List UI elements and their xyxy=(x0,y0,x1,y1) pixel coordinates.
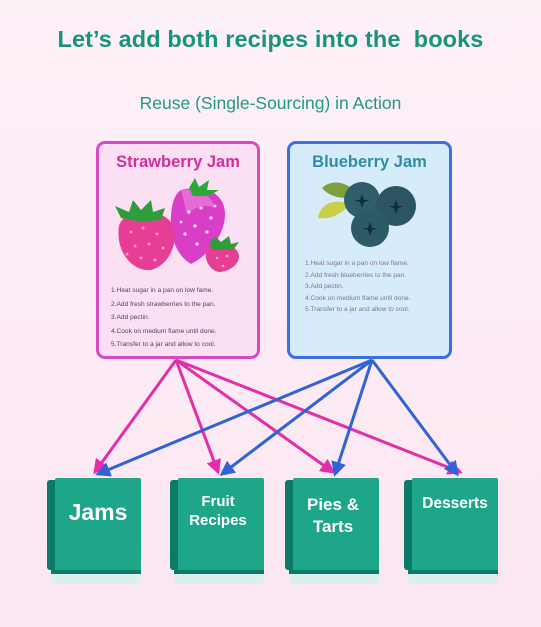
step-item: 4.Cook on medium flame until done. xyxy=(305,294,411,302)
blueberry-steps: 1.Heat sugar in a pan on low flame. 2.Ad… xyxy=(305,258,447,316)
book-jams: Jams xyxy=(47,478,143,588)
step-item: 5.Transfer to a jar and allow to cool. xyxy=(111,341,216,348)
strawberry-steps: 1.Heat sugar in a pan on low fame. 2.Add… xyxy=(111,284,257,352)
arrow-blueberry-to-desserts xyxy=(370,359,459,477)
blueberry-jam-card: Blueberry Jam 1.Heat sugar in a pan on l… xyxy=(287,141,452,359)
step-item: 3.Add pectin. xyxy=(111,314,150,321)
book-icon xyxy=(285,478,379,584)
arrow-strawberry-to-pies-tarts xyxy=(175,358,336,474)
strawberry-card-title: Strawberry Jam xyxy=(116,153,240,171)
book-label-jams: Jams xyxy=(68,499,128,525)
blueberry-icon xyxy=(318,182,416,247)
book-pies-tarts: Pies & Tarts xyxy=(285,478,381,588)
arrow-strawberry-to-jams xyxy=(93,359,178,475)
book-label-pies-tarts: Pies & Tarts xyxy=(307,495,359,536)
step-item: 2.Add fresh strawberries to the pan. xyxy=(111,300,216,308)
page-subtitle: Reuse (Single-Sourcing) in Action xyxy=(139,93,402,113)
arrow-strawberry-to-desserts xyxy=(175,358,463,475)
arrow-blueberry-to-fruit-recipes xyxy=(219,358,373,476)
book-icon xyxy=(47,478,141,584)
book-icon xyxy=(170,478,264,584)
arrow-strawberry-to-fruit-recipes xyxy=(174,359,221,475)
step-item: 4.Cook on medium flame until done. xyxy=(111,327,217,335)
book-label-fruit-recipes: Fruit Recipes xyxy=(189,493,247,530)
book-label-desserts: Desserts xyxy=(422,495,488,512)
arrow-blueberry-to-pies-tarts xyxy=(331,359,374,477)
strawberry-jam-card: Strawberry Jam 1.Heat sugar in a pan on … xyxy=(96,141,260,359)
step-item: 5.Transfer to a jar and allow to cool. xyxy=(305,306,410,314)
step-item: 1.Heat sugar in a pan on low fame. xyxy=(111,287,214,294)
blueberry-card-title: Blueberry Jam xyxy=(312,153,427,171)
step-item: 3.Add pectin. xyxy=(305,283,344,291)
book-icon xyxy=(404,478,498,584)
arrow-blueberry-to-jams xyxy=(95,358,373,477)
book-fruit-recipes: Fruit Recipes xyxy=(170,478,266,588)
page-title: Let’s add both recipes into the books xyxy=(57,26,484,52)
step-item: 1.Heat sugar in a pan on low flame. xyxy=(305,260,409,267)
step-item: 2.Add fresh blueberries to the pan. xyxy=(305,271,407,279)
book-desserts: Desserts xyxy=(404,478,500,588)
strawberry-icon xyxy=(115,178,239,272)
